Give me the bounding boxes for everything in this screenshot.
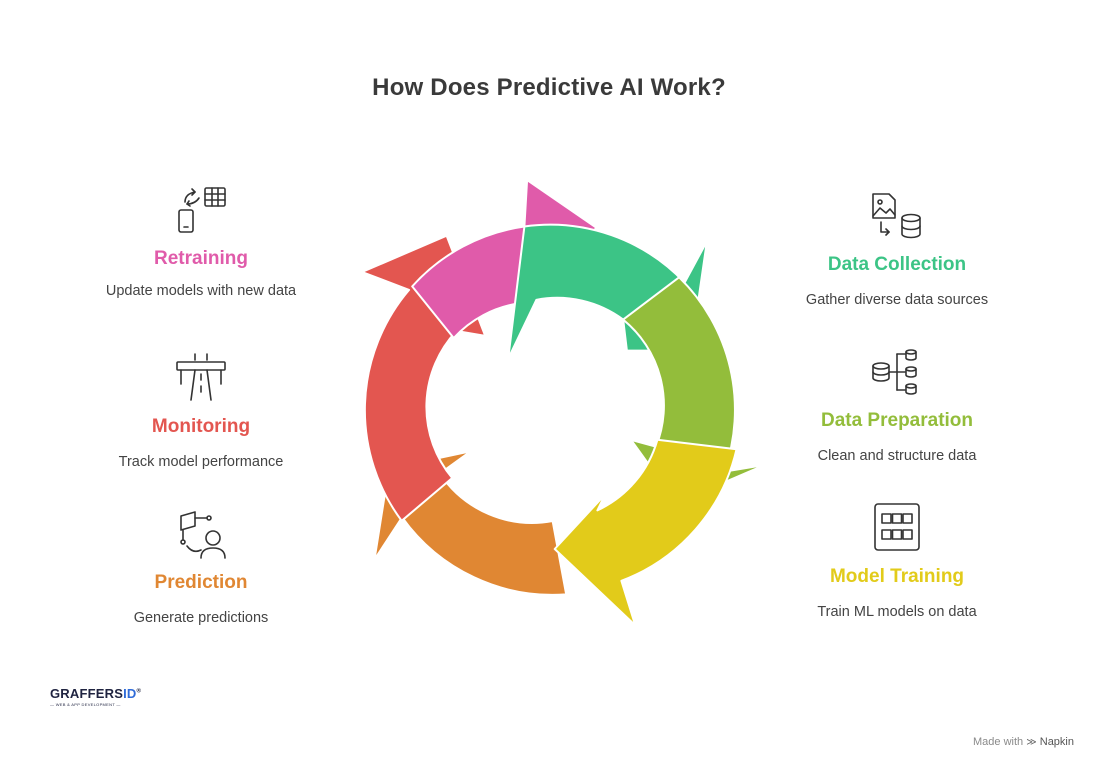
- step-description: Gather diverse data sources: [805, 292, 989, 308]
- arrow-model-training: [553, 438, 738, 627]
- page-title: How Does Predictive AI Work?: [372, 74, 726, 101]
- napkin-logo-icon: ≫: [1026, 737, 1037, 748]
- step-description: Train ML models on data: [817, 604, 977, 620]
- grid-panel-icon: [874, 503, 920, 551]
- device-sync-table-icon: [178, 187, 226, 233]
- road-monitor-icon: [176, 353, 226, 401]
- image-to-database-icon: [872, 193, 921, 239]
- step-description: Generate predictions: [133, 610, 269, 626]
- database-tree-icon: [872, 349, 917, 395]
- step-label: Monitoring: [151, 416, 251, 437]
- napkin-credit[interactable]: Made with ≫ Napkin: [973, 736, 1074, 748]
- cycle-diagram: [361, 180, 766, 627]
- step-label: Data Collection: [827, 254, 967, 275]
- step-label: Retraining: [154, 248, 248, 269]
- step-description: Clean and structure data: [817, 448, 977, 464]
- step-description: Track model performance: [118, 454, 284, 470]
- step-label: Model Training: [829, 566, 965, 587]
- step-description: Update models with new data: [105, 283, 297, 299]
- arrow-retraining: [411, 180, 598, 339]
- logo-name: GRAFFERSID®: [50, 686, 142, 701]
- graffersid-logo: GRAFFERSID® — WEB & APP DEVELOPMENT —: [50, 686, 141, 707]
- logo-tagline: — WEB & APP DEVELOPMENT —: [50, 702, 121, 707]
- step-label: Prediction: [154, 572, 248, 593]
- step-label: Data Preparation: [820, 410, 974, 431]
- person-signal-icon: [180, 511, 226, 559]
